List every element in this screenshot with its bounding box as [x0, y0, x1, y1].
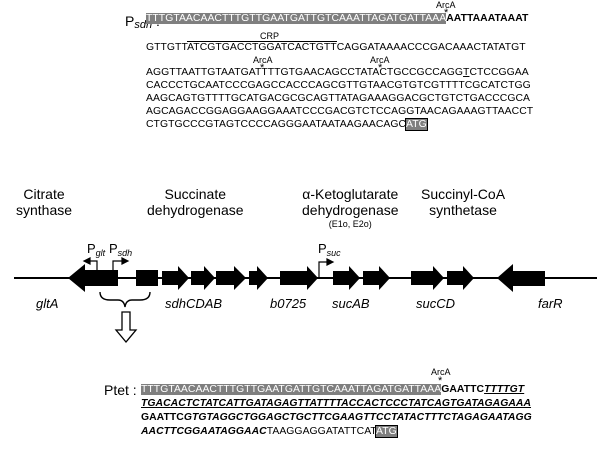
promoter-sdh-arrow [112, 257, 130, 278]
atg-start-codon: ATG [405, 118, 428, 131]
gene-arrow-succ [411, 266, 444, 290]
gene-arrow-sucd [447, 266, 474, 290]
psdh-line-6: AGCAGACCGGAGGAAGGAAATCCCGACGTCTCCAGGTAAC… [146, 106, 534, 117]
ptet-title: Ptet : [104, 382, 137, 398]
gene-label-sdhcdab: sdhCDAB [165, 296, 223, 311]
sdh-leader-block [136, 270, 158, 286]
gene-arrow-sucb [363, 266, 390, 290]
gene-arrow-sdhb [249, 266, 268, 290]
arca-star-mid-1: * [260, 62, 265, 74]
arca-label-mid-1: ArcA [253, 55, 273, 65]
gene-arrow-sdha [216, 266, 246, 290]
psdh-line-4: CACCCTGCAATCCCGAGCCACCCAGCGTTGTAACGTGTCG… [146, 80, 531, 91]
gene-arrow-farr [497, 264, 545, 292]
ptet-line-3: GAATTCGTGTAGGCTGGAGCTGCTTCGAAGTTCCTATACT… [141, 412, 532, 423]
promoter-glt-label: Pglt [87, 241, 106, 258]
arca-label-top: ArcA [436, 0, 456, 10]
promoter-brace [99, 291, 151, 308]
replacement-arrow [114, 311, 138, 344]
arca-star-top: * [444, 7, 449, 19]
gene-label-glta: gltA [36, 296, 59, 311]
arca-label-mid-2: ArcA [370, 55, 390, 65]
gene-arrow-suca [333, 266, 360, 290]
gene-arrow-sdhc [162, 266, 189, 290]
ptet-line-4: AACTTCGGAATAGGAACTAAGGAGGATATTCATATG [141, 425, 398, 438]
gene-arrow-b0725 [280, 266, 318, 290]
psdh-line-2: GTTGTTATCGTGACCTGGATCACTGTTCAGGATAAAACCC… [146, 41, 526, 53]
arca-star-mid-2: * [378, 62, 383, 74]
arca-star-bottom: * [438, 375, 443, 387]
psdh-line-1: TTTGTAACAACTTTGTTGAATGATTGTCAAATTAGATGAT… [146, 13, 529, 24]
promoter-glt-arrow [82, 257, 98, 278]
crp-label: CRP [260, 31, 280, 41]
ptet-line-2: TGACACTCTATCATTGATAGAGTTATTTTACCACTCCCTA… [141, 398, 532, 409]
gene-label-sucab: sucAB [332, 296, 370, 311]
psdh-line-7: CTGTGCCCGTAGTCCCCAGGGAATAATAAGAACAGCATG [146, 118, 428, 131]
arca-label-bottom: ArcA [431, 367, 451, 377]
promoter-suc-arrow [318, 258, 335, 278]
gene-label-farr: farR [538, 296, 563, 311]
gene-label-b0725: b0725 [270, 296, 307, 311]
promoter-sdh-label: Psdh [109, 241, 133, 258]
atg-start-codon-ptet: ATG [375, 425, 398, 438]
psdh-line-5: AAGCAGTGTTTTGCATGACGCGCAGTTATAGAAAGGACGC… [146, 93, 531, 104]
gene-arrow-glta [68, 264, 118, 292]
promoter-suc-label: Psuc [318, 241, 341, 258]
gene-arrow-sdhd [191, 266, 215, 290]
gene-label-succd: sucCD [416, 296, 456, 311]
ptet-line-1: TTTGTAACAACTTTGTTGAATGATTGTCAAATTAGATGAT… [141, 384, 525, 395]
psdh-line-3: AGGTTAATTGTAATGATTTTGTGAACAGCCTATACTGCCG… [146, 67, 529, 78]
